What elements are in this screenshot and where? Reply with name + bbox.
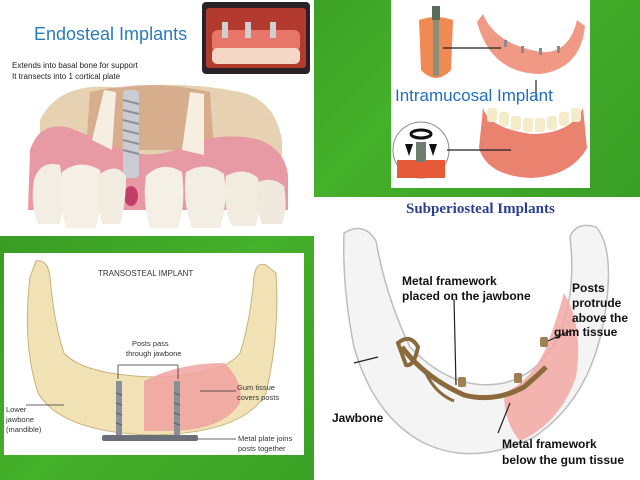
posts-label-2: protrude bbox=[572, 296, 622, 310]
intramucosal-panel: Intramucosal Implant bbox=[391, 0, 590, 188]
posts-label-4: gum tissue bbox=[554, 325, 618, 339]
posts-label-1: Posts bbox=[572, 281, 605, 295]
endosteal-line-2: It transects into 1 cortical plate bbox=[12, 72, 121, 81]
transosteal-panel: TRANSOSTEAL IMPLANT Posts pass through j… bbox=[4, 253, 304, 455]
framework-below-label-1: Metal framework bbox=[502, 437, 597, 451]
transosteal-jaw-label-1: Lower bbox=[6, 405, 27, 414]
subperiosteal-title: Subperiosteal Implants bbox=[406, 201, 555, 217]
framework-below-label-2: below the gum tissue bbox=[502, 453, 625, 467]
transosteal-posts-label-2: through jawbone bbox=[126, 349, 182, 358]
transosteal-jaw-label-2: jawbone bbox=[6, 415, 34, 424]
intramucosal-title: Intramucosal Implant bbox=[395, 86, 553, 105]
transosteal-plate-label-2: posts together bbox=[238, 444, 286, 453]
transosteal-illustration bbox=[26, 260, 278, 441]
subperiosteal-panel: Subperiosteal Implants Metal framework p… bbox=[314, 197, 640, 480]
transosteal-plate-label-1: Metal plate joins bbox=[238, 434, 293, 443]
transosteal-gum-label-1: Gum tissue bbox=[237, 383, 275, 392]
transosteal-title: TRANSOSTEAL IMPLANT bbox=[98, 269, 194, 278]
endosteal-title: Endosteal Implants bbox=[34, 24, 188, 44]
transosteal-gum-label-2: covers posts bbox=[237, 393, 280, 402]
endosteal-panel: Endosteal Implants Extends into basal bo… bbox=[0, 0, 314, 236]
endosteal-illustration bbox=[28, 2, 310, 228]
framework-on-label-2: placed on the jawbone bbox=[402, 289, 531, 303]
intramucosal-illustration bbox=[392, 6, 587, 179]
subperiosteal-illustration bbox=[342, 224, 610, 455]
framework-on-label-1: Metal framework bbox=[402, 274, 497, 288]
jawbone-label: Jawbone bbox=[332, 411, 384, 425]
transosteal-posts-label-1: Posts pass bbox=[132, 339, 169, 348]
endosteal-line-1: Extends into basal bone for support bbox=[12, 61, 138, 70]
posts-label-3: above the bbox=[572, 311, 629, 325]
transosteal-jaw-label-3: (mandible) bbox=[6, 425, 42, 434]
